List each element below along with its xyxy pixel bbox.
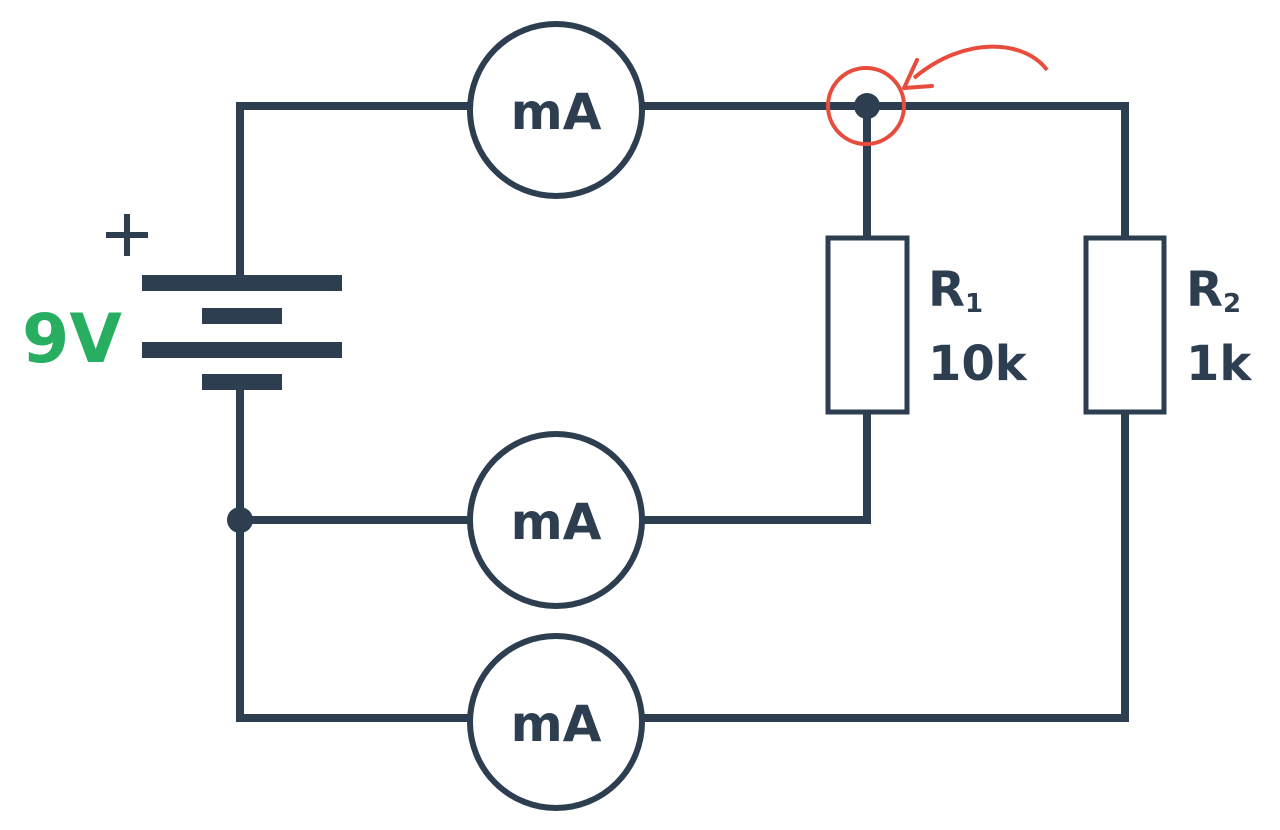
resistor-r1-body [825,235,910,415]
resistor-r2-subscript: 2 [1223,289,1241,319]
resistor-r1-value: 10k [928,336,1028,392]
resistor-r1-subscript: 1 [965,289,983,319]
meter-top-ring [467,21,645,199]
battery-plate-long-1 [142,275,342,291]
junction-node-left [227,507,253,533]
resistor-r1-name: R1 [928,262,983,319]
meter-middle: mA [467,431,645,609]
battery-plate-short-2 [202,374,282,390]
resistor-r2-body [1083,235,1167,415]
meter-middle-label: mA [511,493,602,551]
meter-top: mA [467,21,645,199]
meter-top-label: mA [511,83,602,141]
highlight-circle [826,66,906,146]
battery-voltage-label: 9V [22,300,122,379]
wire-r1-bottom [640,412,871,524]
meter-bottom-label: mA [511,695,602,753]
junction-node-top [854,93,880,119]
meter-bottom-ring [467,633,645,811]
resistor-r1: R1 10k [825,235,1028,415]
wires [236,102,1129,722]
wire-left-bottom [236,388,468,722]
meter-middle-ring [467,431,645,609]
battery: 9V [22,214,342,390]
meter-bottom: mA [467,633,645,811]
highlight-annotation [826,44,1049,146]
curved-arrow-icon [902,44,1049,90]
resistor-r2-value: 1k [1186,336,1252,392]
resistor-r2: R2 1k [1083,235,1252,415]
battery-plate-short-1 [202,308,282,324]
wire-top [236,102,468,278]
plus-icon [106,214,148,256]
battery-plate-long-2 [142,342,342,358]
resistor-r2-name: R2 [1186,262,1241,319]
